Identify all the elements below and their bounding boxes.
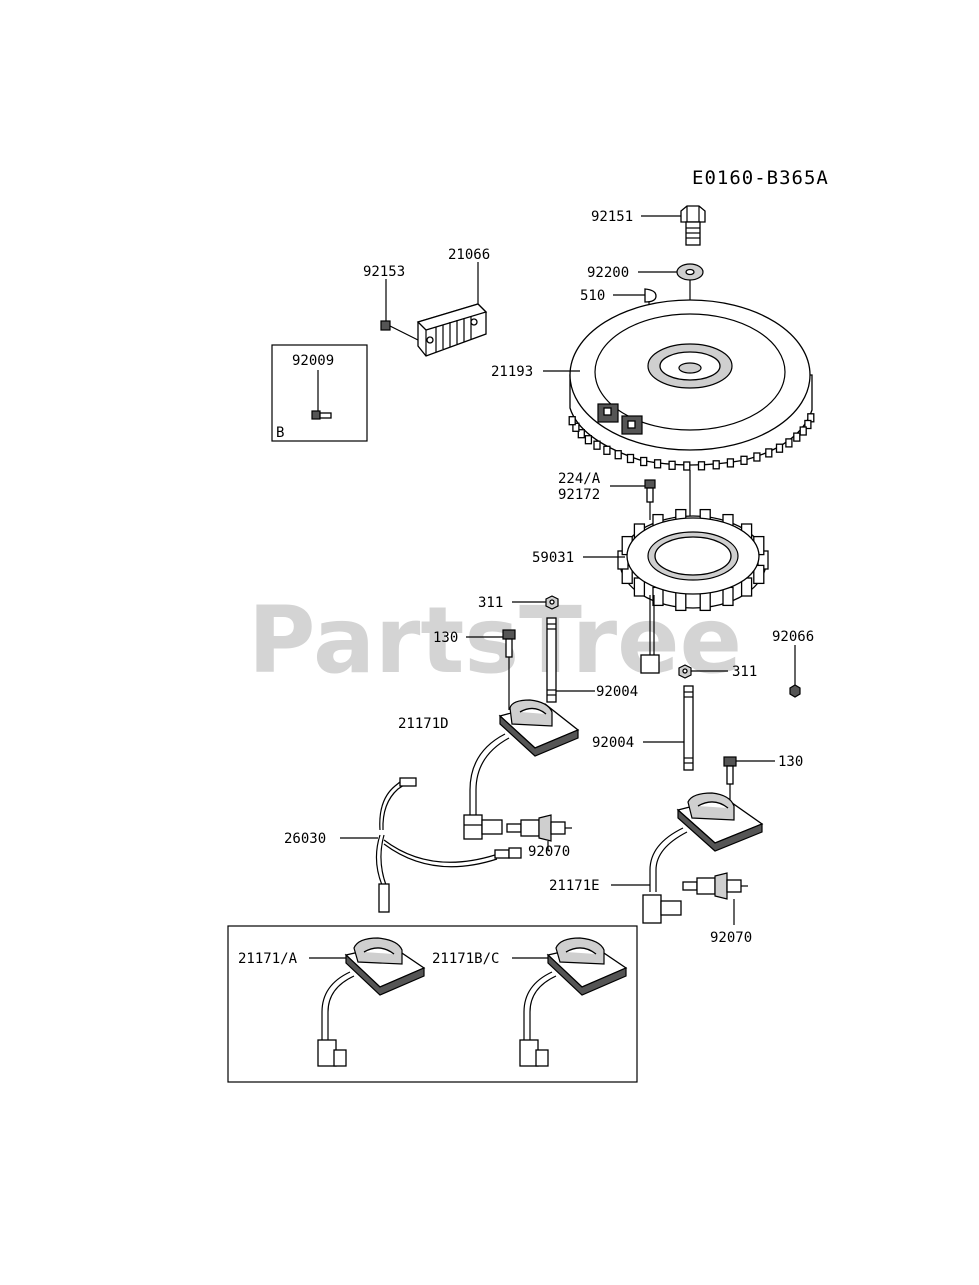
box-b-letter: B [276, 425, 284, 441]
label-21171e: 21171E [549, 878, 600, 894]
gear-tooth [683, 461, 691, 471]
gear-tooth [740, 455, 748, 465]
label-26030: 26030 [284, 831, 326, 847]
gear-tooth [765, 448, 773, 458]
screw-92153[interactable] [380, 320, 419, 341]
label-92151: 92151 [591, 209, 633, 225]
stator-pole [699, 591, 711, 612]
regulator-21066[interactable] [416, 303, 488, 357]
label-92070-right: 92070 [710, 930, 752, 946]
label-311-left: 311 [478, 595, 503, 611]
gear-tooth [775, 443, 784, 453]
stud-92004-left[interactable] [546, 617, 557, 703]
gear-tooth [577, 429, 585, 439]
label-21171bc: 21171B/C [432, 951, 499, 967]
stator-59031[interactable] [617, 508, 769, 674]
gear-tooth [726, 458, 735, 468]
label-21171a: 21171/A [238, 951, 298, 967]
nut-92066[interactable] [789, 684, 801, 698]
gear-tooth [793, 432, 801, 442]
gear-tooth [640, 456, 648, 467]
detail-box-b [271, 344, 368, 442]
label-130-right: 130 [778, 754, 803, 770]
label-92200: 92200 [587, 265, 629, 281]
flywheel-21193[interactable] [568, 299, 815, 471]
label-311-right: 311 [732, 664, 757, 680]
detail-box-coils [227, 925, 638, 1083]
gear-tooth [568, 416, 576, 426]
gear-tooth [626, 453, 635, 464]
label-59031: 59031 [532, 550, 574, 566]
screw-92172[interactable] [644, 479, 656, 503]
screw-130-right[interactable] [723, 756, 737, 785]
gear-tooth [584, 435, 593, 445]
wire-harness-26030[interactable] [375, 777, 522, 913]
label-92009: 92009 [292, 353, 334, 369]
diagram-code: E0160-B365A [692, 167, 829, 189]
stud-92004-right[interactable] [683, 685, 694, 771]
spark-plug-92070-right[interactable] [682, 872, 748, 900]
nut-311-left[interactable] [545, 595, 559, 610]
gear-tooth [614, 450, 622, 460]
label-92070-left: 92070 [528, 844, 570, 860]
label-21193: 21193 [491, 364, 533, 380]
ignition-coil-21171e[interactable] [642, 792, 764, 924]
nut-311-right[interactable] [678, 664, 692, 679]
bolt-92151[interactable] [680, 205, 706, 246]
bolt-92009[interactable] [311, 410, 332, 420]
stator-pole [675, 591, 687, 612]
label-21171d: 21171D [398, 716, 449, 732]
gear-tooth [668, 460, 676, 470]
gear-tooth [753, 452, 761, 462]
ignition-coil-21171d[interactable] [463, 699, 580, 840]
label-92172: 92172 [558, 487, 600, 503]
label-92066: 92066 [772, 629, 814, 645]
label-510: 510 [580, 288, 605, 304]
screw-130-left[interactable] [502, 629, 516, 658]
gear-tooth [712, 460, 720, 470]
gear-tooth [804, 419, 812, 430]
label-224a: 224/A [558, 471, 601, 487]
spark-plug-92070-left[interactable] [506, 814, 572, 842]
label-130-left: 130 [433, 630, 458, 646]
ignition-coil-21171bc[interactable] [519, 937, 628, 1067]
label-92153: 92153 [363, 264, 405, 280]
label-92004-right: 92004 [592, 735, 634, 751]
washer-92200[interactable] [676, 263, 704, 281]
gear-tooth [697, 461, 706, 471]
gear-tooth [653, 459, 662, 469]
gear-tooth [572, 422, 580, 432]
gear-tooth [603, 445, 611, 455]
label-21066: 21066 [448, 247, 490, 263]
label-92004-left: 92004 [596, 684, 638, 700]
gear-tooth [785, 438, 793, 448]
key-510[interactable] [644, 288, 657, 303]
stator-pole [753, 564, 765, 585]
gear-tooth [593, 440, 601, 450]
ignition-coil-21171a[interactable] [317, 937, 426, 1067]
gear-tooth [799, 426, 807, 436]
